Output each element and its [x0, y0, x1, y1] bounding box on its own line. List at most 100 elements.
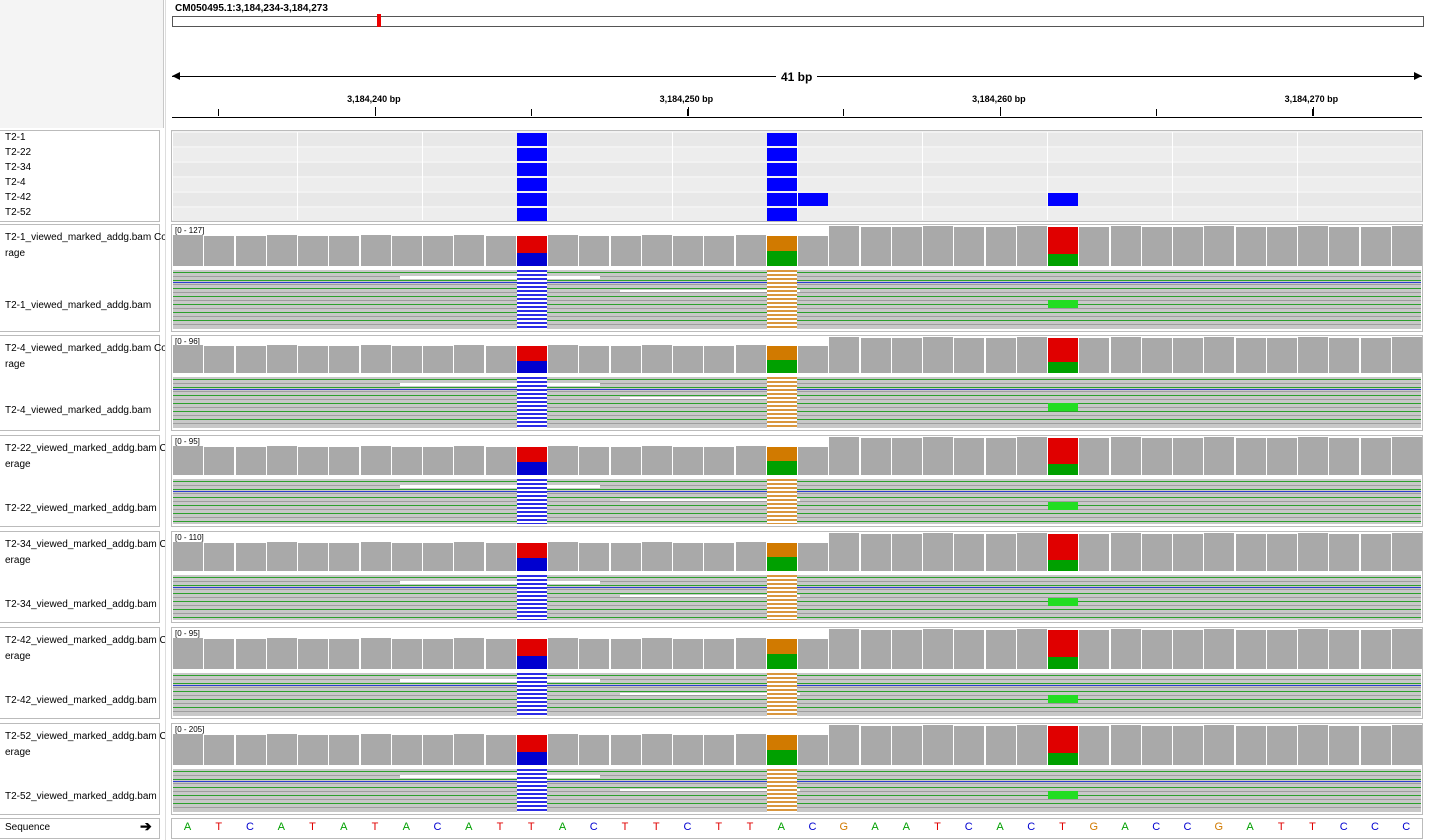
coverage-bar[interactable]: [829, 628, 860, 669]
read-mismatch-column[interactable]: [766, 377, 797, 428]
coverage-bar[interactable]: [1141, 337, 1172, 373]
coverage-bar[interactable]: [610, 446, 641, 475]
coverage-bar[interactable]: [829, 436, 860, 475]
coverage-bar[interactable]: [1079, 725, 1110, 765]
variant-call[interactable]: [766, 193, 797, 206]
read-mismatch-column[interactable]: [516, 575, 547, 620]
coverage-bar[interactable]: [1329, 533, 1360, 571]
coverage-bar[interactable]: [579, 542, 610, 571]
variant-sample-label[interactable]: T2-34: [5, 162, 32, 173]
coverage-bar[interactable]: [1204, 336, 1235, 373]
coverage-bar[interactable]: [454, 638, 485, 669]
coverage-bar[interactable]: [1204, 436, 1235, 475]
coverage-bar-snp[interactable]: [766, 359, 797, 373]
variant-sample-label[interactable]: T2-22: [5, 147, 32, 158]
coverage-bar[interactable]: [579, 735, 610, 765]
coverage-bar[interactable]: [1391, 225, 1422, 266]
coverage-bar[interactable]: [798, 346, 828, 373]
coverage-bar[interactable]: [235, 346, 266, 373]
coverage-bar[interactable]: [235, 446, 266, 475]
coverage-bar[interactable]: [360, 345, 391, 373]
coverage-bar[interactable]: [1110, 532, 1141, 571]
variant-call[interactable]: [1048, 193, 1078, 206]
coverage-bar[interactable]: [1360, 725, 1391, 765]
coverage-bar[interactable]: [1141, 725, 1172, 765]
coverage-bar[interactable]: [1110, 628, 1141, 669]
coverage-bar[interactable]: [1360, 437, 1391, 475]
coverage-bar[interactable]: [1173, 533, 1203, 571]
coverage-bar[interactable]: [548, 345, 578, 373]
coverage-bar[interactable]: [923, 724, 953, 765]
coverage-bar[interactable]: [1360, 226, 1391, 266]
alignment-track-label[interactable]: T2-4_viewed_marked_addg.bam: [5, 405, 152, 416]
coverage-bar[interactable]: [1141, 629, 1172, 669]
coverage-bar[interactable]: [798, 446, 828, 475]
coverage-bar[interactable]: [641, 638, 672, 669]
coverage-bar[interactable]: [1173, 226, 1203, 266]
coverage-bar-snp[interactable]: [516, 252, 547, 266]
coverage-bar[interactable]: [1110, 436, 1141, 475]
coverage-bar[interactable]: [173, 734, 203, 765]
coverage-bar[interactable]: [1141, 437, 1172, 475]
variant-sample-label[interactable]: T2-4: [5, 177, 26, 188]
coverage-bar[interactable]: [266, 638, 297, 669]
coverage-bar-snp[interactable]: [516, 346, 547, 361]
coverage-bar[interactable]: [485, 236, 516, 266]
coverage-bar[interactable]: [1016, 724, 1047, 765]
coverage-bar-snp[interactable]: [516, 735, 547, 752]
coverage-bar[interactable]: [610, 639, 641, 669]
coverage-bar-snp[interactable]: [766, 446, 797, 461]
coverage-track-label[interactable]: T2-1_viewed_marked_addg.bam Co: [5, 232, 165, 243]
coverage-bar[interactable]: [1235, 226, 1266, 266]
coverage-bar[interactable]: [360, 734, 391, 765]
coverage-bar-snp[interactable]: [516, 639, 547, 656]
coverage-bar[interactable]: [266, 541, 297, 571]
coverage-bar-snp[interactable]: [1048, 753, 1078, 765]
coverage-bar-snp[interactable]: [1048, 463, 1078, 475]
coverage-bar[interactable]: [204, 735, 235, 765]
coverage-bar-snp[interactable]: [516, 360, 547, 373]
read-mismatch-column[interactable]: [516, 270, 547, 329]
coverage-bar[interactable]: [1235, 337, 1266, 373]
coverage-bar[interactable]: [1110, 724, 1141, 765]
variant-call[interactable]: [516, 148, 547, 161]
coverage-bar[interactable]: [1110, 336, 1141, 373]
coverage-bar[interactable]: [1329, 226, 1360, 266]
variant-call[interactable]: [516, 133, 547, 146]
coverage-bar[interactable]: [1235, 437, 1266, 475]
coverage-bar[interactable]: [1235, 725, 1266, 765]
coverage-bar[interactable]: [204, 236, 235, 266]
coverage-bar[interactable]: [1016, 628, 1047, 669]
coverage-bar[interactable]: [204, 446, 235, 475]
coverage-bar[interactable]: [1173, 629, 1203, 669]
variant-call[interactable]: [798, 193, 828, 206]
coverage-bar[interactable]: [1204, 532, 1235, 571]
coverage-bar[interactable]: [954, 226, 985, 266]
coverage-bar[interactable]: [985, 226, 1016, 266]
coverage-bar[interactable]: [204, 639, 235, 669]
coverage-bar[interactable]: [298, 236, 328, 266]
coverage-bar[interactable]: [923, 336, 953, 373]
coverage-bar[interactable]: [1079, 337, 1110, 373]
coverage-bar[interactable]: [673, 542, 703, 571]
coverage-bar[interactable]: [1079, 437, 1110, 475]
coverage-bar[interactable]: [641, 541, 672, 571]
coverage-bar-snp[interactable]: [1048, 362, 1078, 373]
coverage-bar-snp[interactable]: [766, 735, 797, 750]
coverage-bar[interactable]: [891, 629, 922, 669]
coverage-bar[interactable]: [391, 542, 422, 571]
coverage-bar[interactable]: [1391, 336, 1422, 373]
read-mismatch-column[interactable]: [766, 479, 797, 524]
coverage-bar[interactable]: [610, 542, 641, 571]
coverage-bar[interactable]: [860, 437, 891, 475]
coverage-bar[interactable]: [798, 236, 828, 266]
coverage-bar-snp[interactable]: [766, 251, 797, 266]
coverage-bar[interactable]: [548, 638, 578, 669]
coverage-bar[interactable]: [1391, 724, 1422, 765]
coverage-bar-snp[interactable]: [1048, 226, 1078, 255]
coverage-bar[interactable]: [641, 445, 672, 475]
coverage-bar[interactable]: [204, 346, 235, 373]
coverage-bar[interactable]: [610, 346, 641, 373]
coverage-bar[interactable]: [423, 735, 453, 765]
coverage-bar[interactable]: [891, 533, 922, 571]
